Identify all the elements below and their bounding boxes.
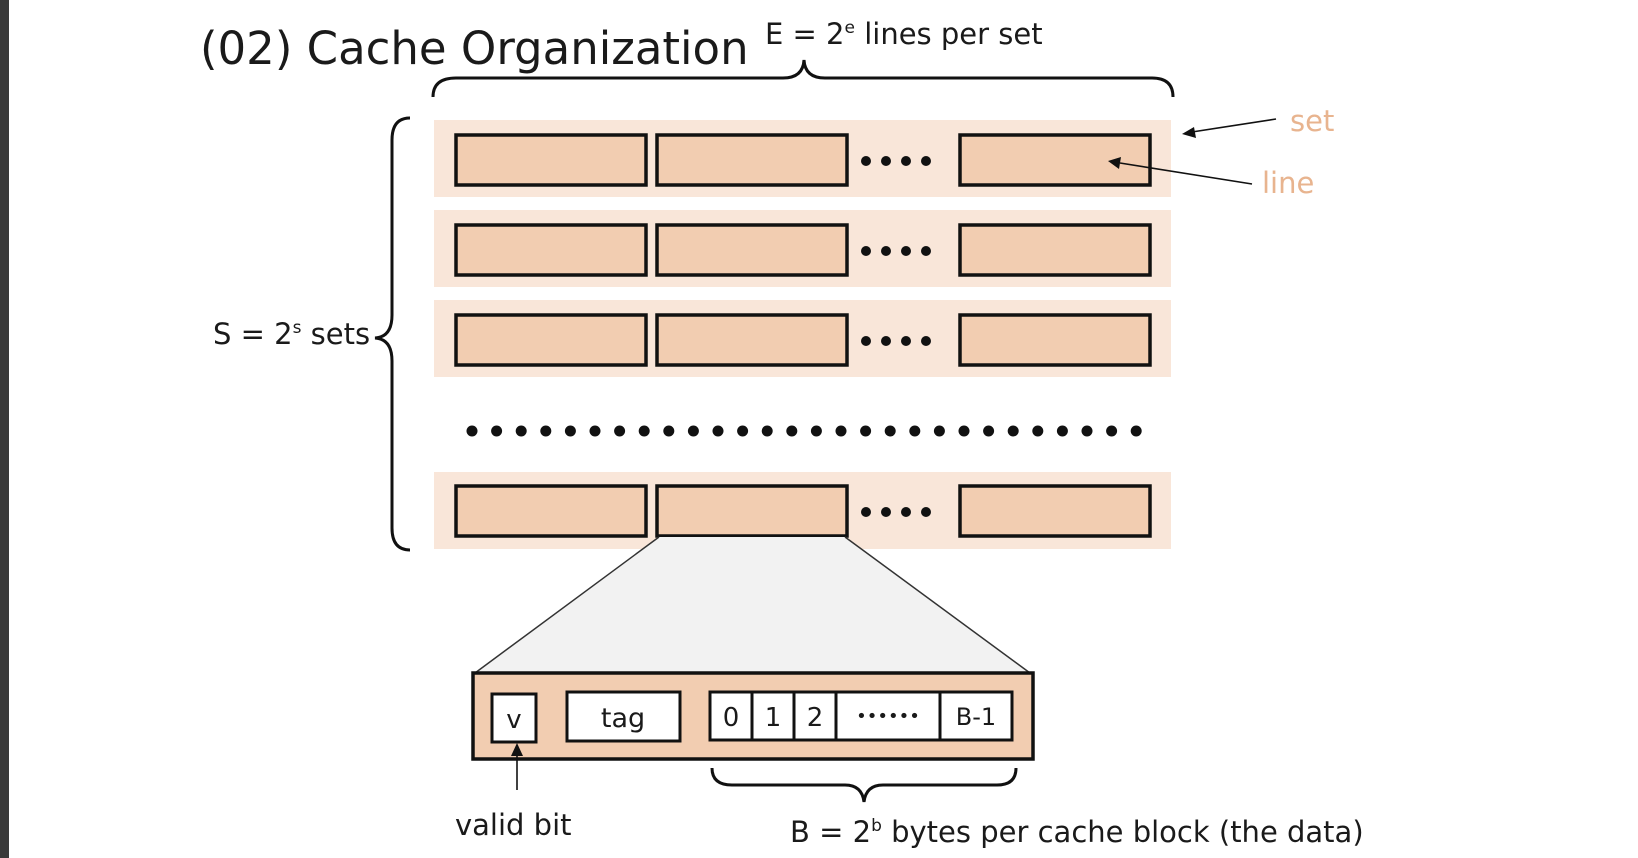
set-lines-row-3 — [454, 313, 1152, 367]
cache-line — [958, 223, 1152, 277]
line-ellipsis — [861, 336, 931, 346]
sets-ellipsis-dot — [860, 425, 872, 437]
data-block-frame — [708, 690, 1014, 742]
byte-2: 2 — [807, 703, 824, 733]
sets-ellipsis-dot — [761, 425, 773, 437]
sets-ellipsis-dot — [1032, 425, 1044, 437]
sets-ellipsis-dot — [835, 425, 847, 437]
sets-ellipsis-dot — [1081, 425, 1093, 437]
sets-ellipsis-dot — [589, 425, 601, 437]
sets-ellipsis-dot — [712, 425, 724, 437]
sets-brace — [374, 116, 411, 552]
sets-ellipsis-dot — [933, 425, 945, 437]
sets-ellipsis-dot — [1130, 425, 1142, 437]
sets-ellipsis-dot — [466, 425, 478, 437]
sets-ellipsis-dot — [491, 425, 503, 437]
block-size-brace — [710, 767, 1018, 803]
lines-per-set-label: E = 2e lines per set — [765, 17, 1043, 51]
zoom-edge-left — [474, 536, 660, 674]
sets-ellipsis-dot — [540, 425, 552, 437]
zoom-edge-right — [844, 536, 1031, 674]
valid-bit-arrowhead — [511, 743, 523, 756]
sets-ellipsis-dot — [1056, 425, 1068, 437]
line-arrowhead — [1108, 157, 1121, 169]
lines-per-set-brace — [431, 59, 1175, 98]
sets-ellipsis-dot — [983, 425, 995, 437]
tag-field — [565, 690, 682, 743]
valid-bit-field — [490, 692, 538, 744]
sets-ellipsis-dot — [786, 425, 798, 437]
line-ellipsis — [861, 246, 931, 256]
cache-line — [958, 133, 1152, 187]
cache-line — [454, 223, 648, 277]
expanded-cache-line: v tag 0 1 2 •••••• B-1 — [471, 671, 1035, 761]
tag-field-text: tag — [601, 703, 645, 734]
data-block: 0 1 2 •••••• B-1 — [708, 690, 1014, 742]
set-arrowhead — [1182, 127, 1196, 138]
sets-ellipsis-dot — [909, 425, 921, 437]
sets-ellipsis-dot — [1007, 425, 1019, 437]
set-lines-row-last — [454, 484, 1152, 538]
sets-ellipsis-dot — [737, 425, 749, 437]
cache-line — [655, 133, 849, 187]
cache-line — [655, 223, 849, 277]
set-pointer — [1191, 118, 1277, 133]
cache-line — [958, 313, 1152, 367]
byte-last: B-1 — [956, 703, 996, 731]
sets-ellipsis-dot — [614, 425, 626, 437]
byte-0: 0 — [723, 703, 740, 733]
line-pointer — [1119, 162, 1253, 185]
sets-ellipsis — [466, 425, 1142, 437]
set-lines-row-2 — [454, 223, 1152, 277]
sets-ellipsis-dot — [663, 425, 675, 437]
cache-line — [454, 484, 648, 538]
block-size-label: B = 2b bytes per cache block (the data) — [790, 815, 1364, 849]
byte-ellipsis: •••••• — [856, 706, 920, 727]
line-ellipsis — [861, 507, 931, 517]
sets-ellipsis-dot — [1106, 425, 1118, 437]
cache-line — [655, 313, 849, 367]
cache-line — [454, 313, 648, 367]
cache-line — [454, 133, 648, 187]
sets-ellipsis-dot — [638, 425, 650, 437]
sets-ellipsis-dot — [687, 425, 699, 437]
cache-line-expanded — [655, 484, 849, 538]
sets-ellipsis-dot — [958, 425, 970, 437]
line-ellipsis — [861, 156, 931, 166]
sets-label: S = 2s sets — [213, 317, 370, 351]
slide-title: (02) Cache Organization — [200, 22, 749, 75]
sets-ellipsis-dot — [884, 425, 896, 437]
valid-bit-text: v — [506, 705, 521, 735]
sets-ellipsis-dot — [564, 425, 576, 437]
cache-line — [958, 484, 1152, 538]
valid-bit-label: valid bit — [455, 808, 572, 842]
window-edge — [0, 0, 9, 858]
set-lines-row-1 — [454, 133, 1152, 187]
byte-1: 1 — [765, 703, 782, 733]
zoom-projection — [475, 537, 1030, 673]
sets-ellipsis-dot — [810, 425, 822, 437]
set-label: set — [1290, 104, 1334, 138]
line-label: line — [1262, 166, 1314, 200]
sets-ellipsis-dot — [515, 425, 527, 437]
